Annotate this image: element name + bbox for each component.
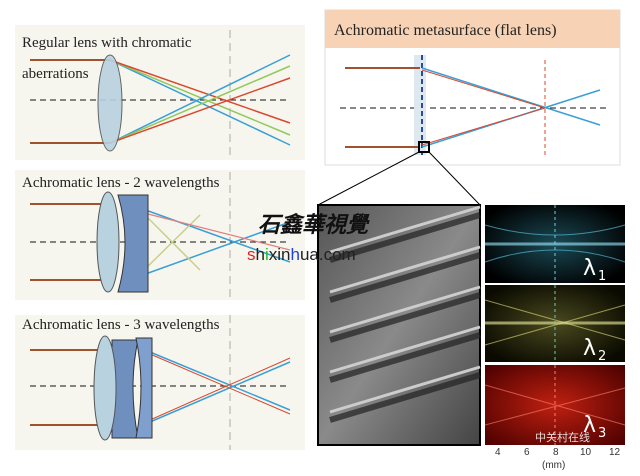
- watermark-chinese: 石鑫華視覺: [258, 212, 370, 238]
- axis-unit: (mm): [542, 460, 565, 471]
- watermark: 石鑫華視覺 shixinhua.com 中关村在线: [247, 212, 590, 444]
- panel-metasurface: Achromatic metasurface (flat lens): [317, 9, 621, 206]
- wavelength-strip-3: λ 3: [484, 365, 626, 445]
- panel-title: Regular lens with chromatic: [22, 35, 192, 51]
- x-axis: 4 6 8 10 12 (mm): [495, 447, 621, 471]
- lambda-label: λ: [583, 336, 596, 361]
- tick-label: 4: [495, 447, 501, 458]
- sem-image: [317, 204, 481, 446]
- panel-title-2: aberrations: [22, 66, 89, 82]
- lens-icon: [97, 54, 123, 152]
- panel-achromatic-2: Achromatic lens - 2 wavelengths: [15, 170, 305, 300]
- watermark-url: shixinhua.com: [247, 245, 356, 264]
- panel-title: Achromatic lens - 2 wavelengths: [22, 175, 220, 191]
- tick-label: 10: [580, 447, 592, 458]
- watermark-corner: 中关村在线: [535, 430, 590, 444]
- lambda-subscript: 3: [598, 426, 606, 441]
- tick-label: 8: [553, 447, 559, 458]
- lambda-label: λ: [583, 256, 596, 281]
- panel-achromatic-3: Achromatic lens - 3 wavelengths: [15, 315, 305, 450]
- zoom-box: [418, 141, 430, 153]
- lambda-subscript: 2: [598, 349, 606, 364]
- wavelength-strip-1: λ 1: [484, 205, 626, 284]
- tick-label: 6: [524, 447, 530, 458]
- tick-label: 12: [609, 447, 621, 458]
- panel-regular-lens: Regular lens with chromatic aberrations: [15, 25, 305, 160]
- panel-title: Achromatic lens - 3 wavelengths: [22, 317, 220, 333]
- wavelength-strip-2: λ 2: [484, 285, 626, 364]
- lambda-subscript: 1: [598, 269, 606, 284]
- panel-title: Achromatic metasurface (flat lens): [334, 22, 557, 39]
- lambda-label: λ: [583, 413, 596, 438]
